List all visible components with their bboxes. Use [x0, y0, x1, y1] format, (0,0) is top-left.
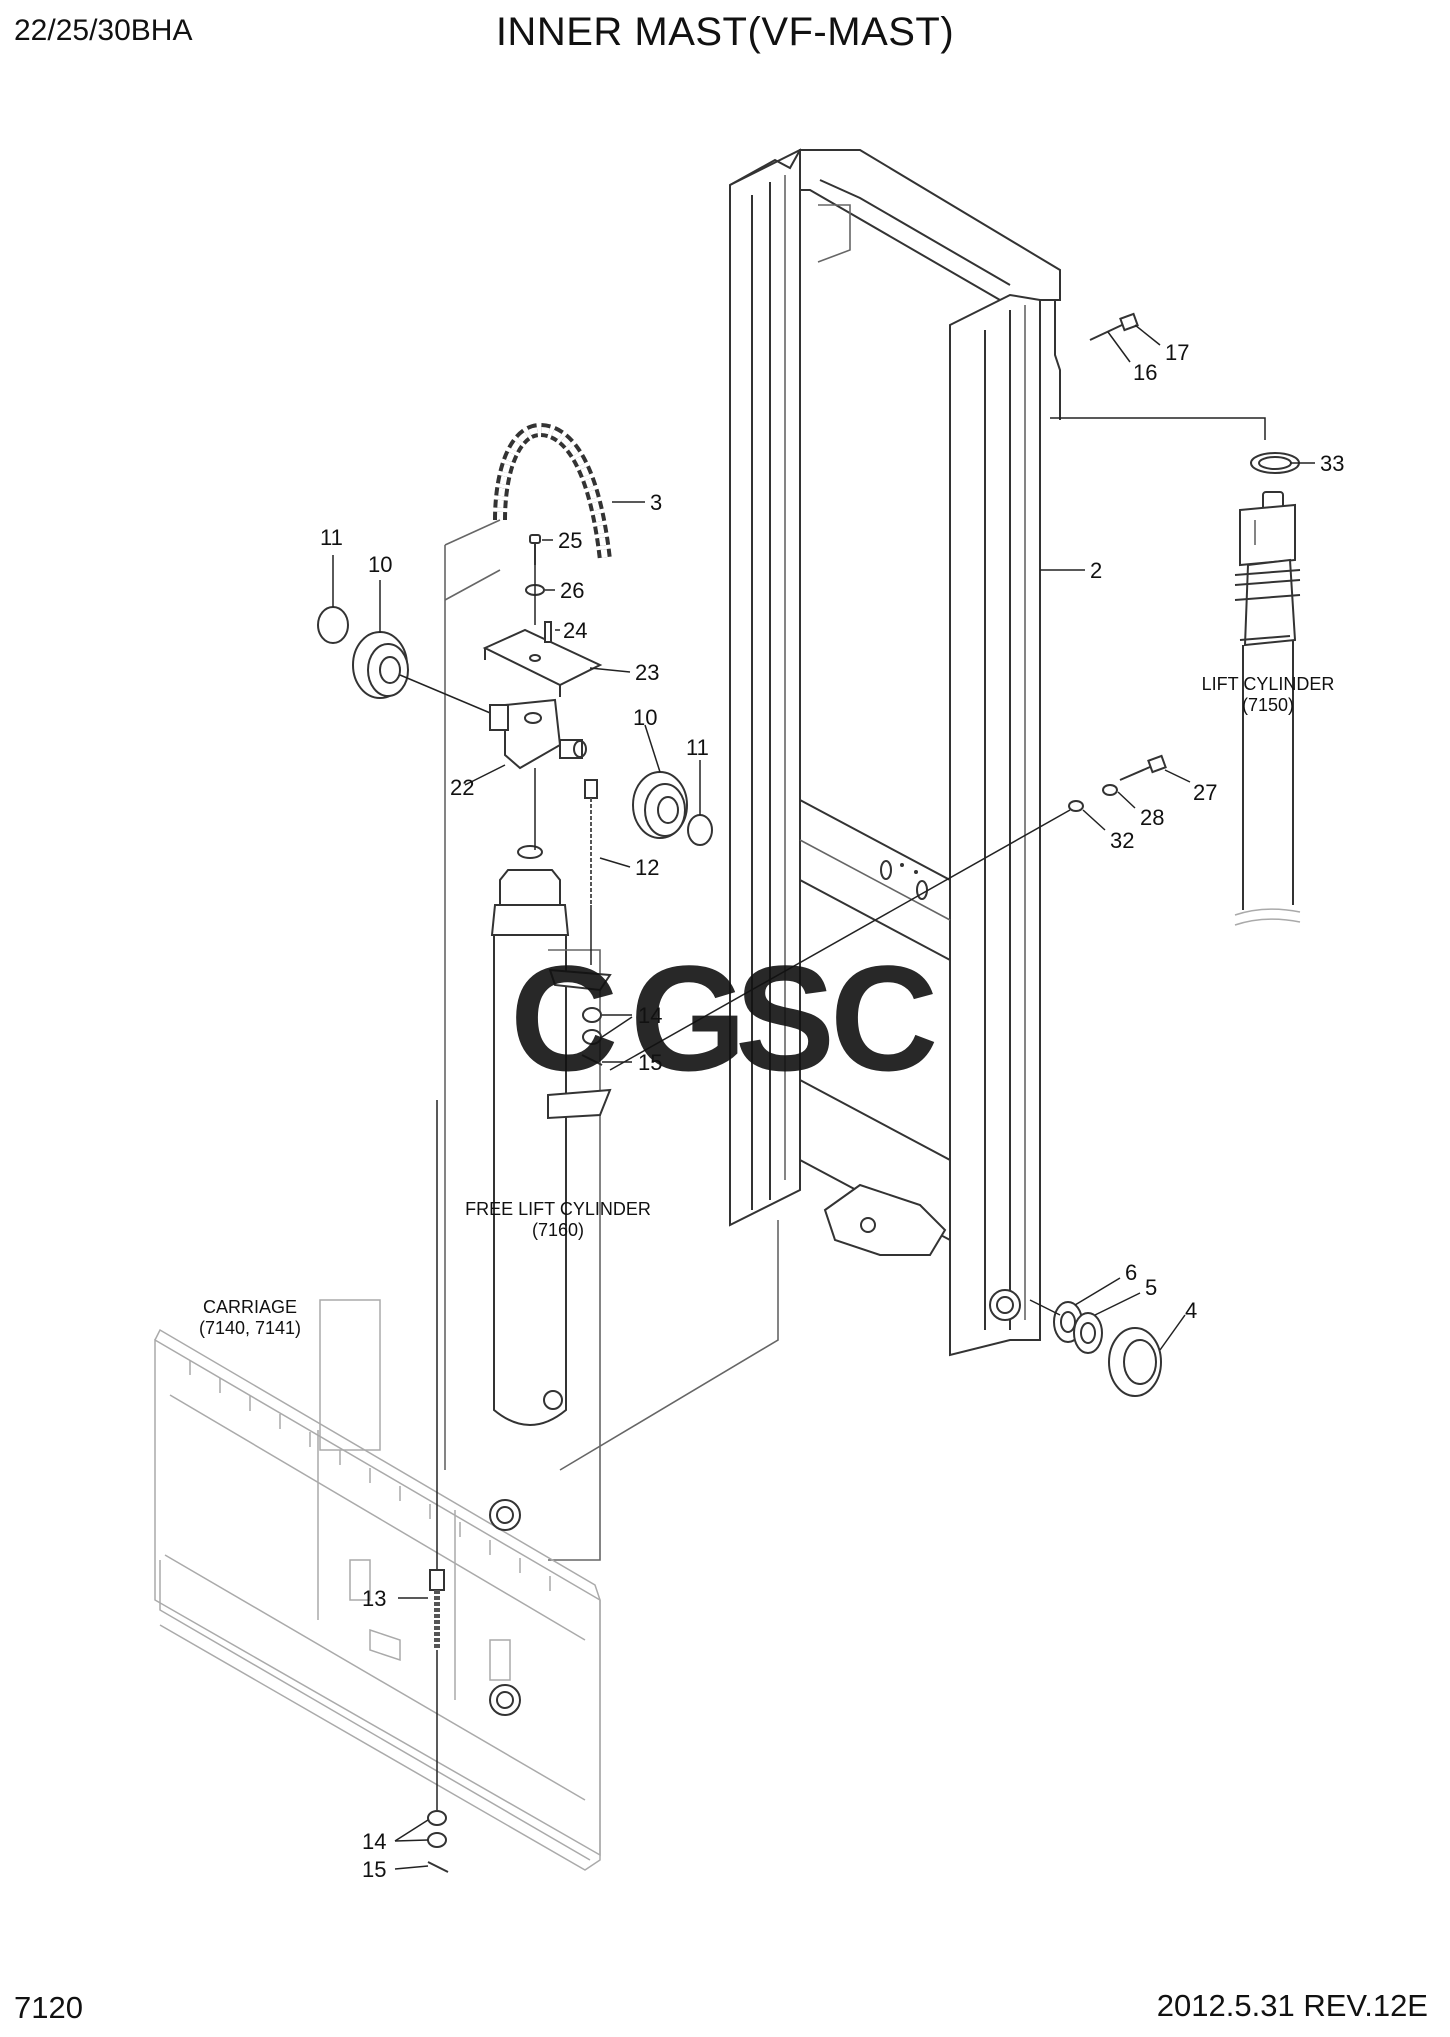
callout-2: 2	[1090, 558, 1102, 583]
bolts-and-washers	[609, 312, 1167, 1397]
callout-11-right: 11	[686, 735, 709, 760]
callout-23: 23	[635, 660, 659, 685]
callout-16: 16	[1133, 360, 1157, 385]
lift-cylinder	[1050, 417, 1301, 926]
leader-lines	[332, 324, 1315, 1870]
watermark-letter: C	[510, 934, 618, 1102]
callout-5: 5	[1145, 1275, 1157, 1300]
page-number: 7120	[14, 1990, 83, 2025]
callout-27: 27	[1193, 780, 1217, 805]
callout-11-left: 11	[320, 525, 343, 550]
callout-6: 6	[1125, 1260, 1137, 1285]
callout-33: 33	[1320, 451, 1344, 476]
carriage-ref: (7140, 7141)	[199, 1318, 301, 1338]
watermark-letter: S	[735, 934, 835, 1102]
callout-3: 3	[650, 490, 662, 515]
sheave-assembly	[317, 534, 713, 1066]
revision-date: 2012.5.31 REV.12E	[1156, 1988, 1428, 2023]
lower-chain-anchor	[427, 1100, 449, 1873]
callout-15-lower: 15	[362, 1857, 386, 1882]
callout-4: 4	[1185, 1298, 1197, 1323]
page-title: INNER MAST(VF-MAST)	[495, 10, 955, 54]
free-lift-cylinder	[444, 519, 779, 1561]
callouts: 2 3 25 26 24 23 22 12 11 10 10 11 14 15 …	[320, 340, 1344, 1882]
callout-24: 24	[563, 618, 587, 643]
watermark: C G S C	[510, 934, 938, 1102]
callout-12: 12	[635, 855, 659, 880]
inner-mast-frame	[729, 148, 1061, 1357]
carriage-label: CARRIAGE	[203, 1297, 297, 1317]
callout-13: 13	[362, 1586, 386, 1611]
lift-cylinder-label: LIFT CYLINDER	[1202, 674, 1335, 694]
callout-14-upper: 14	[638, 1003, 662, 1028]
free-lift-cylinder-ref: (7160)	[532, 1220, 584, 1240]
callout-32: 32	[1110, 828, 1134, 853]
watermark-letter: G	[630, 934, 747, 1102]
callout-10-right: 10	[633, 705, 657, 730]
free-lift-cylinder-label: FREE LIFT CYLINDER	[465, 1199, 651, 1219]
callout-28: 28	[1140, 805, 1164, 830]
carriage	[154, 1299, 601, 1871]
watermark-letter: C	[830, 934, 938, 1102]
lift-cylinder-ref: (7150)	[1242, 695, 1294, 715]
callout-10-left: 10	[368, 552, 392, 577]
callout-15-upper: 15	[638, 1050, 662, 1075]
callout-25: 25	[558, 528, 582, 553]
callout-17: 17	[1165, 340, 1189, 365]
callout-22: 22	[450, 775, 474, 800]
model-label: 22/25/30BHA	[14, 14, 193, 47]
callout-26: 26	[560, 578, 584, 603]
callout-14-lower: 14	[362, 1829, 386, 1854]
lift-chain	[493, 422, 612, 561]
